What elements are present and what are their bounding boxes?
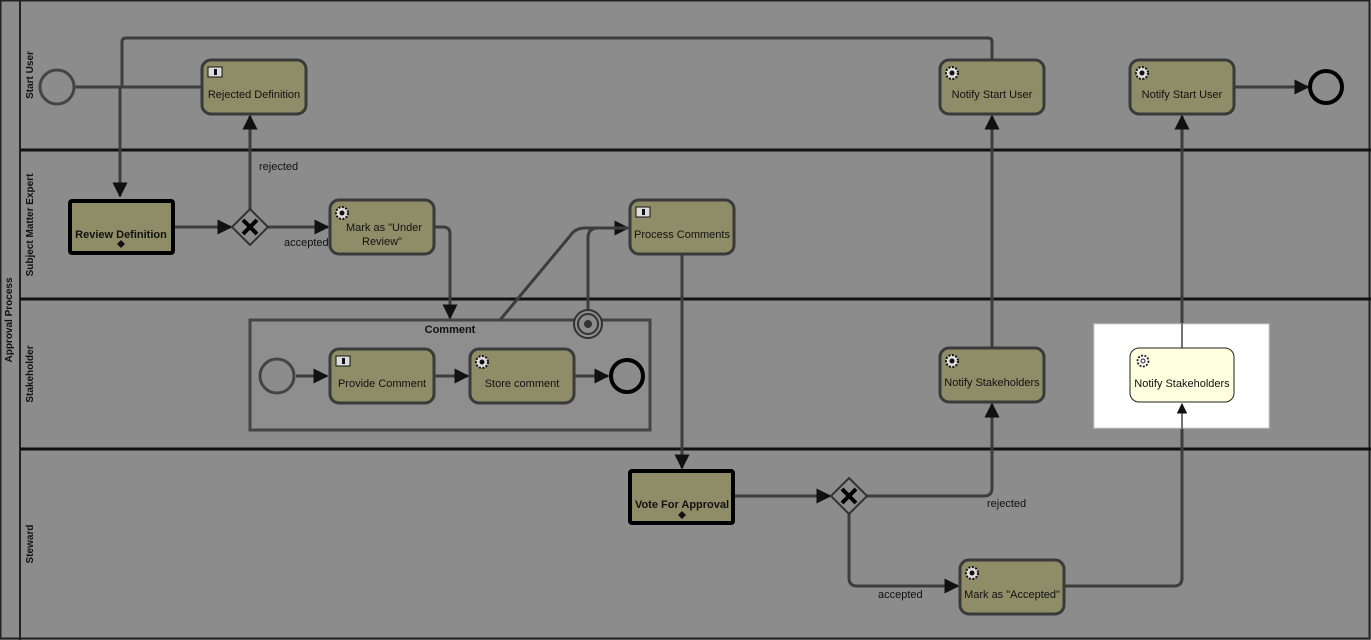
marker-icon [678, 511, 686, 519]
exclusive-gateway[interactable] [230, 207, 270, 247]
gear-icon [335, 206, 349, 220]
task-label: Notify Start User [1142, 89, 1223, 101]
gear-icon [965, 566, 979, 580]
task-mark-under-review[interactable]: Mark as "Under Review" [328, 198, 436, 256]
subprocess-label: Comment [425, 324, 476, 336]
user-icon [207, 66, 223, 78]
task-notify-start-user-2[interactable]: Notify Start User [1128, 58, 1236, 116]
task-review-definition[interactable]: Review Definition [68, 199, 175, 255]
flow-gateway-accepted-2[interactable] [847, 514, 960, 594]
edge-label-rejected-2: rejected [987, 498, 1026, 510]
flow-start-to-review[interactable] [74, 85, 128, 198]
task-label: Provide Comment [338, 378, 426, 390]
lane-label-steward: Steward [25, 525, 36, 564]
flow-boundary-to-process[interactable] [586, 226, 628, 310]
sub-start-event[interactable] [258, 357, 296, 395]
task-label: Vote For Approval [635, 499, 729, 511]
task-label-line2: Review" [362, 236, 402, 248]
lane-label-stakeholder: Stakeholder [25, 345, 36, 402]
task-label: Process Comments [634, 229, 730, 241]
flow-comment-to-process[interactable] [498, 220, 630, 321]
flow-accepted-to-stakeholders[interactable] [1064, 404, 1184, 588]
gear-icon [945, 66, 959, 80]
task-process-comments[interactable]: Process Comments [628, 198, 736, 256]
user-icon [335, 355, 351, 367]
task-label: Notify Stakeholders [1134, 378, 1230, 390]
task-label: Rejected Definition [208, 89, 300, 101]
lane-label-start-user: Start User [25, 51, 36, 99]
flow-gateway-rejected-2[interactable] [866, 402, 1000, 498]
task-notify-start-user[interactable]: Notify Start User [938, 58, 1046, 116]
task-rejected-definition[interactable]: Rejected Definition [200, 58, 308, 116]
sub-end-event[interactable] [609, 358, 645, 394]
task-label: Store comment [485, 378, 560, 390]
task-vote-for-approval[interactable]: Vote For Approval [628, 469, 735, 525]
task-mark-accepted[interactable]: Mark as "Accepted" [958, 558, 1066, 616]
gear-icon [475, 355, 489, 369]
task-label-line1: Mark as "Under [346, 222, 422, 234]
task-store-comment[interactable]: Store comment [468, 347, 576, 405]
exclusive-gateway-2[interactable] [829, 476, 869, 516]
task-label: Review Definition [75, 229, 167, 241]
end-event[interactable] [1308, 69, 1344, 105]
task-label: Mark as "Accepted" [964, 589, 1060, 601]
flow-under-review-to-comment[interactable] [434, 225, 458, 320]
gear-icon [1135, 66, 1149, 80]
task-provide-comment[interactable]: Provide Comment [328, 347, 436, 405]
task-label: Notify Start User [952, 89, 1033, 101]
task-notify-stakeholders[interactable]: Notify Stakeholders [938, 346, 1046, 404]
pool-label: Approval Process [4, 277, 15, 362]
flow-notify-loop[interactable] [120, 36, 994, 87]
user-icon [635, 206, 651, 218]
gear-icon [1136, 354, 1150, 368]
edge-label-rejected: rejected [259, 161, 298, 173]
edge-label-accepted: accepted [284, 237, 329, 249]
gear-icon [945, 354, 959, 368]
task-label: Notify Stakeholders [944, 377, 1040, 389]
lane-label-sme: Subject Matter Expert [25, 173, 36, 276]
boundary-event[interactable] [573, 309, 603, 339]
task-notify-stakeholders-selected[interactable]: Notify Stakeholders [1129, 347, 1235, 403]
start-event[interactable] [38, 68, 76, 106]
edge-label-accepted-2: accepted [878, 589, 923, 601]
marker-icon [117, 240, 125, 248]
